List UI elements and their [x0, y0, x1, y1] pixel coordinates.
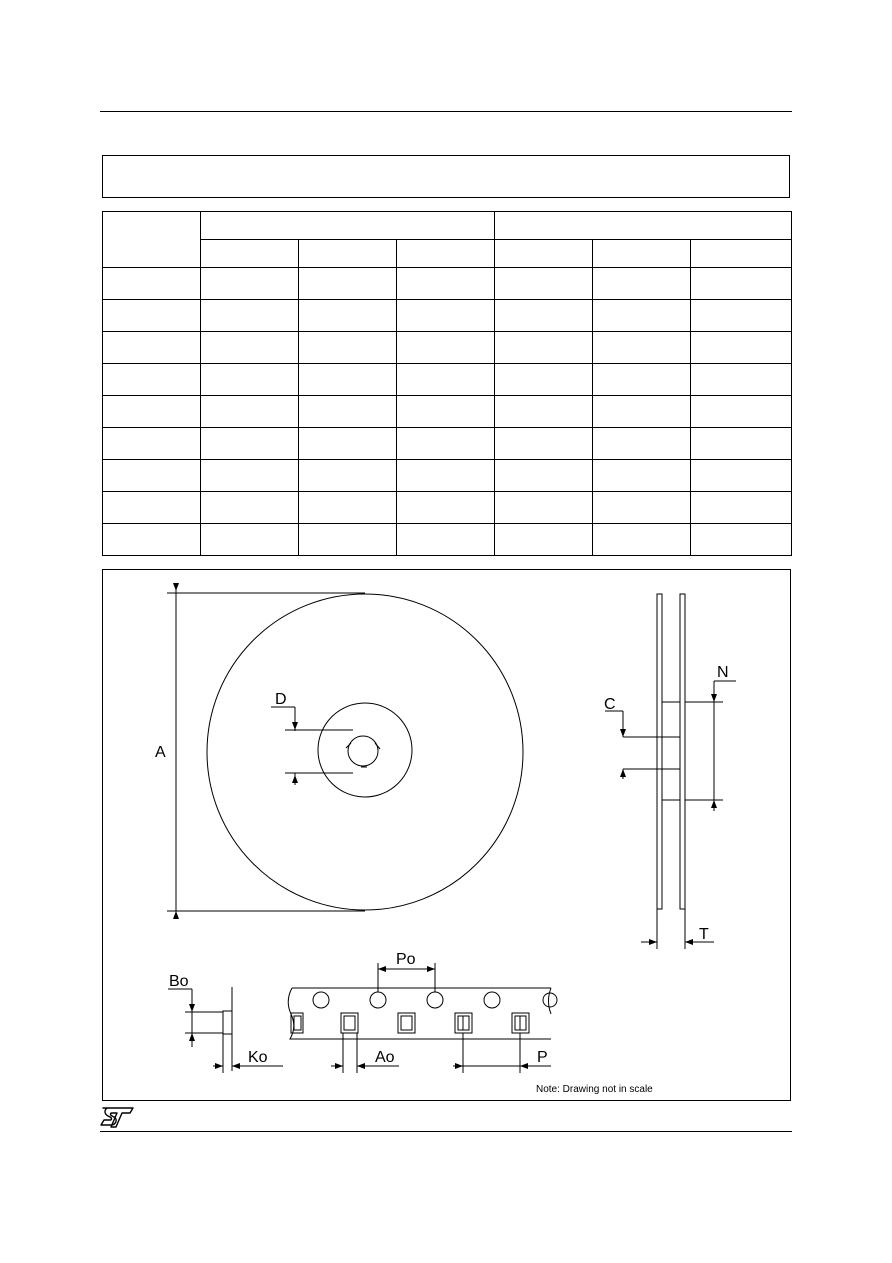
table-row: [102, 331, 793, 364]
reel-drive-slots: [345, 742, 381, 768]
label-po: Po: [396, 951, 416, 968]
reel-dimensions-table: [102, 211, 793, 556]
subheader-cell: [200, 239, 299, 268]
label-p: P: [537, 1049, 548, 1066]
label-a: A: [155, 744, 166, 761]
table-subheader-row: [103, 239, 793, 268]
table-row: [102, 267, 793, 300]
subheader-cell: [494, 239, 594, 268]
header-cell-dim: [102, 211, 201, 268]
label-bo: Bo: [169, 973, 189, 990]
reel-arbor-hole: [347, 735, 379, 767]
drawing-note: Note: Drawing not in scale: [536, 1084, 653, 1095]
table-row: [102, 363, 793, 396]
table-row: [102, 491, 793, 524]
subheader-cell: [592, 239, 692, 268]
reel-drawing-svg: A D C N T Bo Po Ko Ao P Note: Drawing no…: [155, 583, 736, 1095]
footer-rule: [100, 1131, 792, 1132]
table-row: [102, 395, 793, 428]
tape-top-view: [287, 963, 558, 1073]
st-logo-icon: [100, 1107, 134, 1128]
table-row: [102, 523, 793, 556]
subheader-cell: [690, 239, 793, 268]
table-row: [102, 427, 793, 460]
label-ko: Ko: [248, 1049, 268, 1066]
reel-hub-circle: [317, 702, 413, 798]
label-c: C: [604, 696, 616, 713]
reel-side-view: [605, 593, 736, 949]
header-rule: [100, 111, 792, 112]
reel-front-view: [167, 583, 524, 919]
label-n: N: [717, 664, 729, 681]
table-title-box: [102, 155, 790, 198]
reel-outer-circle: [206, 593, 524, 911]
reel-drawing: A D C N T Bo Po Ko Ao P Note: Drawing no…: [102, 569, 791, 1101]
table-row: [102, 299, 793, 332]
subheader-cell: [298, 239, 397, 268]
tape-side-view: [168, 987, 283, 1073]
table-row: [102, 459, 793, 492]
label-t: T: [699, 926, 709, 943]
header-cell-group-2: [494, 211, 793, 240]
header-cell-group-1: [199, 211, 496, 240]
subheader-cell: [395, 239, 496, 268]
label-d: D: [275, 691, 287, 708]
table-header-row: [102, 211, 793, 268]
label-ao: Ao: [375, 1049, 395, 1066]
